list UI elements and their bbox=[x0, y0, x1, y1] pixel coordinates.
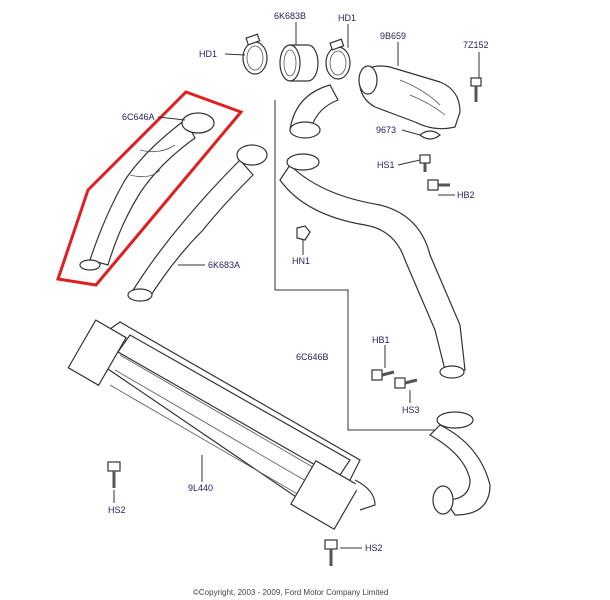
nut-hn1 bbox=[296, 225, 311, 241]
bolt-hs2-left bbox=[107, 461, 121, 488]
label-hb1: HB1 bbox=[372, 335, 390, 345]
copyright-notice: ©Copyright, 2003 - 2009, Ford Motor Comp… bbox=[193, 588, 389, 597]
label-hb2: HB2 bbox=[457, 190, 475, 200]
intercooler-9l440 bbox=[67, 319, 376, 530]
label-9l440: 9L440 bbox=[188, 483, 213, 493]
pipe-6c646b bbox=[279, 153, 466, 379]
label-hd1-right: HD1 bbox=[338, 13, 356, 23]
bolt-hb2 bbox=[427, 179, 450, 191]
bolt-hs3 bbox=[394, 377, 418, 389]
highlight-box-6c646a bbox=[56, 90, 244, 287]
label-7z152: 7Z152 bbox=[463, 40, 489, 50]
throttle-pipe-9b659 bbox=[358, 65, 461, 130]
label-9b659: 9B659 bbox=[380, 31, 406, 41]
label-9673: 9673 bbox=[376, 125, 396, 135]
hose-6k683b bbox=[279, 44, 319, 82]
label-6c646a: 6C646A bbox=[122, 112, 155, 122]
bolt-hs1 bbox=[419, 154, 431, 172]
bolt-hb1 bbox=[371, 369, 395, 381]
bolt-7z152 bbox=[470, 77, 482, 102]
hose-clamp-right bbox=[325, 38, 351, 80]
label-hs1: HS1 bbox=[377, 160, 395, 170]
hose-clamp-left bbox=[242, 33, 268, 75]
hose-upper-elbow bbox=[289, 84, 339, 139]
hose-6k683a bbox=[127, 144, 268, 302]
hose-lower-elbow bbox=[429, 411, 491, 516]
label-hn1: HN1 bbox=[292, 256, 310, 266]
leader-lines bbox=[113, 22, 480, 549]
label-hd1-left: HD1 bbox=[199, 49, 217, 59]
label-6k683a: 6K683A bbox=[208, 260, 240, 270]
label-hs2-bottom: HS2 bbox=[365, 543, 383, 553]
clip-9673 bbox=[419, 130, 441, 140]
label-hs2-left: HS2 bbox=[108, 505, 126, 515]
label-6c646b: 6C646B bbox=[296, 352, 329, 362]
label-hs3: HS3 bbox=[402, 405, 420, 415]
bolt-hs2-bottom bbox=[324, 539, 338, 566]
hose-6c646a bbox=[79, 112, 215, 271]
label-6k683b: 6K683B bbox=[274, 11, 306, 21]
